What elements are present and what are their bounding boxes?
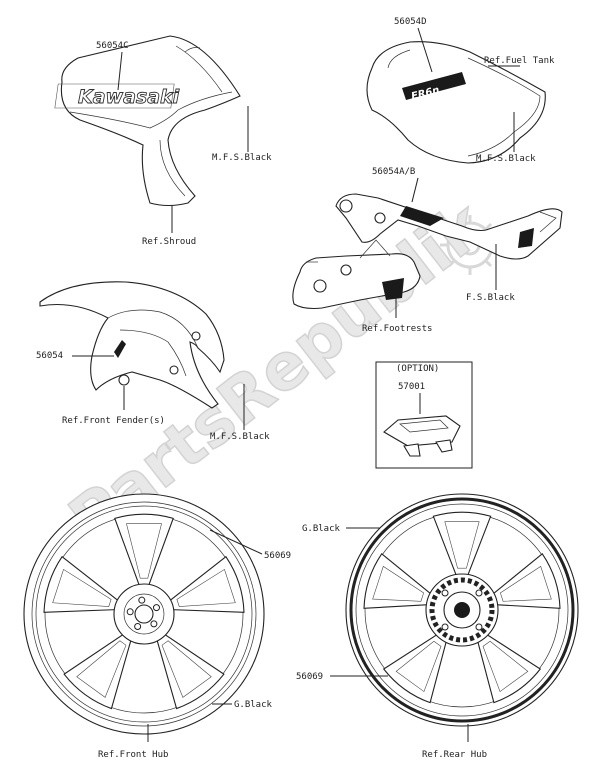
front-wheel: 56069 G.Black Ref.Front Hub: [23, 493, 291, 760]
footrest-ref-label: Ref.Footrests: [362, 324, 432, 334]
wheel-spoke: [476, 633, 542, 704]
wheel-spoke: [363, 552, 433, 609]
shroud-decal: Kawasaki 56054C M.F.S.Black Ref.Shroud: [54, 35, 272, 247]
wheel-spoke-inner: [161, 640, 212, 698]
hub-bolt: [152, 604, 160, 612]
footrest-decal: 56054A/B F.S.Black Ref.Footrests: [292, 167, 563, 334]
rear-wheel-spokes: [363, 511, 561, 704]
hub-bolt: [475, 589, 483, 597]
rear-wheel-part-number: 56069: [296, 672, 323, 682]
front-wheel-bolts: [126, 596, 160, 630]
fender-decal: 56054 Ref.Front Fender(s) M.F.S.Black: [36, 281, 270, 442]
front-wheel-color-label: G.Black: [234, 700, 273, 710]
wheel-spoke-inner: [126, 523, 162, 579]
rear-wheel-bolts: [441, 589, 483, 631]
option-box: (OPTION) 57001: [375, 361, 473, 469]
tank-part-number: 56054D: [394, 17, 427, 27]
wheel-spoke-inner: [52, 568, 112, 607]
hub-bolt: [138, 596, 146, 604]
wheel-spoke-inner: [482, 640, 529, 693]
wheel-spoke-inner: [76, 640, 127, 698]
wheel-spoke: [156, 633, 225, 710]
option-part-number: 57001: [398, 382, 425, 392]
kawasaki-logo-text: Kawasaki: [78, 86, 180, 108]
shroud-ref-label: Ref.Shroud: [142, 237, 196, 247]
tank-decal: ER6n 56054D Ref.Fuel Tank M.F.S.Black: [366, 17, 555, 164]
option-clip-part: [383, 415, 461, 457]
wheel-spoke: [114, 513, 174, 587]
wheel-spoke-inner: [444, 521, 480, 569]
front-hub-ref-label: Ref.Front Hub: [98, 750, 168, 760]
hub-bolt: [475, 623, 483, 631]
tank-mfs-label: M.F.S.Black: [476, 154, 536, 164]
wheel-spoke-inner: [395, 640, 442, 693]
shroud-mfs-label: M.F.S.Black: [212, 153, 272, 163]
footrest-fs-label: F.S.Black: [466, 293, 515, 303]
rear-wheel: G.Black 56069 Ref.Rear Hub: [296, 493, 579, 760]
fender-mfs-label: M.F.S.Black: [210, 432, 270, 442]
kawasaki-logo: Kawasaki: [54, 83, 180, 108]
hub-bolt: [126, 608, 134, 616]
option-title: (OPTION): [396, 364, 439, 374]
front-wheel-part-number: 56069: [264, 551, 291, 561]
hub-bolt: [441, 623, 449, 631]
wheel-spoke-inner: [500, 565, 552, 602]
wheel-spoke: [491, 552, 561, 609]
wheel-spoke-inner: [372, 565, 424, 602]
wheel-spoke: [63, 633, 132, 710]
wheel-spoke: [168, 555, 245, 613]
fender-part-number: 56054: [36, 351, 63, 361]
fender-ref-label: Ref.Front Fender(s): [62, 416, 165, 426]
hub-bolt: [441, 589, 449, 597]
footrest-part-number: 56054A/B: [372, 167, 415, 177]
rear-hub-ref-label: Ref.Rear Hub: [422, 750, 487, 760]
shroud-part-number: 56054C: [96, 41, 129, 51]
rear-wheel-color-label: G.Black: [302, 524, 341, 534]
hub-bolt: [150, 620, 158, 628]
wheel-spoke: [43, 555, 120, 613]
front-wheel-spokes: [43, 513, 245, 710]
wheel-spoke-inner: [176, 568, 236, 607]
hub-bolt: [134, 622, 142, 630]
wheel-spoke: [432, 511, 492, 577]
tank-ref-label: Ref.Fuel Tank: [484, 56, 555, 66]
wheel-spoke: [382, 633, 448, 704]
